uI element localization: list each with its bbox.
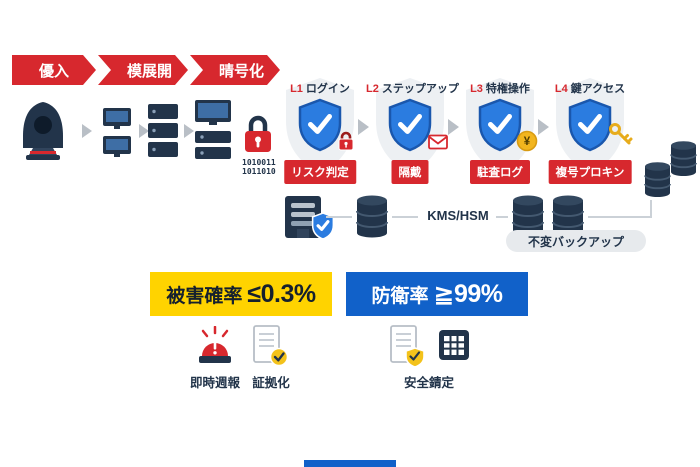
- layer-name: 特権操作: [485, 83, 530, 95]
- vault-icon: [285, 196, 321, 238]
- attack-stage-banner-2: 模展開: [98, 55, 188, 85]
- caption-report: 即時週報: [189, 376, 240, 390]
- stat-label: 被害確率: [166, 285, 243, 307]
- shield-check-icon: [478, 98, 522, 152]
- padlock-icon: [245, 115, 271, 152]
- flow-arrow-icon: [184, 124, 194, 138]
- footer-strip: [304, 460, 396, 467]
- binary-text: 1010011 1011010: [242, 158, 276, 176]
- stat-label: 防衛率: [371, 285, 429, 307]
- banner-label: 模展開: [126, 62, 172, 80]
- monitor-icon: [103, 108, 131, 157]
- layer-tag: L1: [290, 83, 303, 95]
- layer-action: 隔戴: [391, 160, 429, 184]
- layer-name: ログイン: [305, 83, 350, 95]
- shield-check-icon: [388, 98, 432, 152]
- document-check-icon: [253, 325, 289, 367]
- grid-table-icon: [439, 330, 469, 360]
- banner-label: 優入: [38, 62, 69, 80]
- database-icon: [356, 195, 388, 238]
- layer-action: リスク判定: [284, 160, 356, 184]
- layer-tag: L2: [366, 83, 379, 95]
- svg-text:¥: ¥: [524, 136, 531, 148]
- caption-secure: 安全錆定: [403, 376, 454, 390]
- attack-stage-banner-3: 晴号化: [190, 55, 280, 85]
- mail-badge-icon: [428, 134, 448, 150]
- key-badge-icon: [609, 123, 633, 145]
- banner-label: 晴号化: [218, 62, 264, 80]
- connector-line: [588, 216, 650, 218]
- binary-line: 1010011: [242, 158, 276, 167]
- connector-line: [392, 216, 418, 218]
- stat-value: ≤0.3%: [247, 279, 316, 308]
- kms-hsm-label: KMS/HSM: [427, 208, 489, 223]
- damage-probability-stat: 被害確率 ≤0.3%: [150, 272, 332, 316]
- layer-tag: L4: [554, 83, 568, 95]
- attack-stage-banner-1: 優入: [12, 55, 96, 85]
- server-icon: [148, 104, 178, 157]
- siren-icon: [199, 326, 231, 363]
- flow-arrow-icon: [448, 119, 459, 135]
- hacker-icon: [23, 102, 63, 160]
- document-shield-icon: [390, 325, 425, 368]
- monitor-server-icon: [195, 100, 231, 159]
- defense-rate-stat: 防衛率 ≧99%: [346, 272, 528, 316]
- connector-line: [326, 216, 352, 218]
- layer-name: 鍵アクセス: [570, 83, 626, 95]
- stat-value: ≧99%: [433, 280, 503, 308]
- binary-line: 1011010: [242, 167, 276, 176]
- yen-badge-icon: ¥: [516, 130, 538, 152]
- database-icon: [644, 141, 697, 197]
- shield-check-icon: [568, 98, 612, 152]
- immutable-backup-pill: 不変バックアップ: [506, 230, 646, 252]
- lock-badge-icon: [338, 131, 354, 151]
- layer-tag: L3: [470, 83, 483, 95]
- shield-check-icon: [311, 212, 335, 240]
- caption-evidence: 証拠化: [252, 376, 290, 390]
- flow-arrow-icon: [82, 124, 92, 138]
- layer-name: ステップアップ: [381, 83, 459, 95]
- flow-arrow-icon: [139, 124, 149, 138]
- layer-action: 複号プロキン: [548, 160, 632, 184]
- connector-line: [496, 216, 508, 218]
- shield-check-icon: [298, 98, 342, 152]
- flow-arrow-icon: [538, 119, 549, 135]
- layer-action: 駐査ログ: [470, 160, 530, 184]
- connector-line: [650, 200, 652, 218]
- flow-arrow-icon: [358, 119, 369, 135]
